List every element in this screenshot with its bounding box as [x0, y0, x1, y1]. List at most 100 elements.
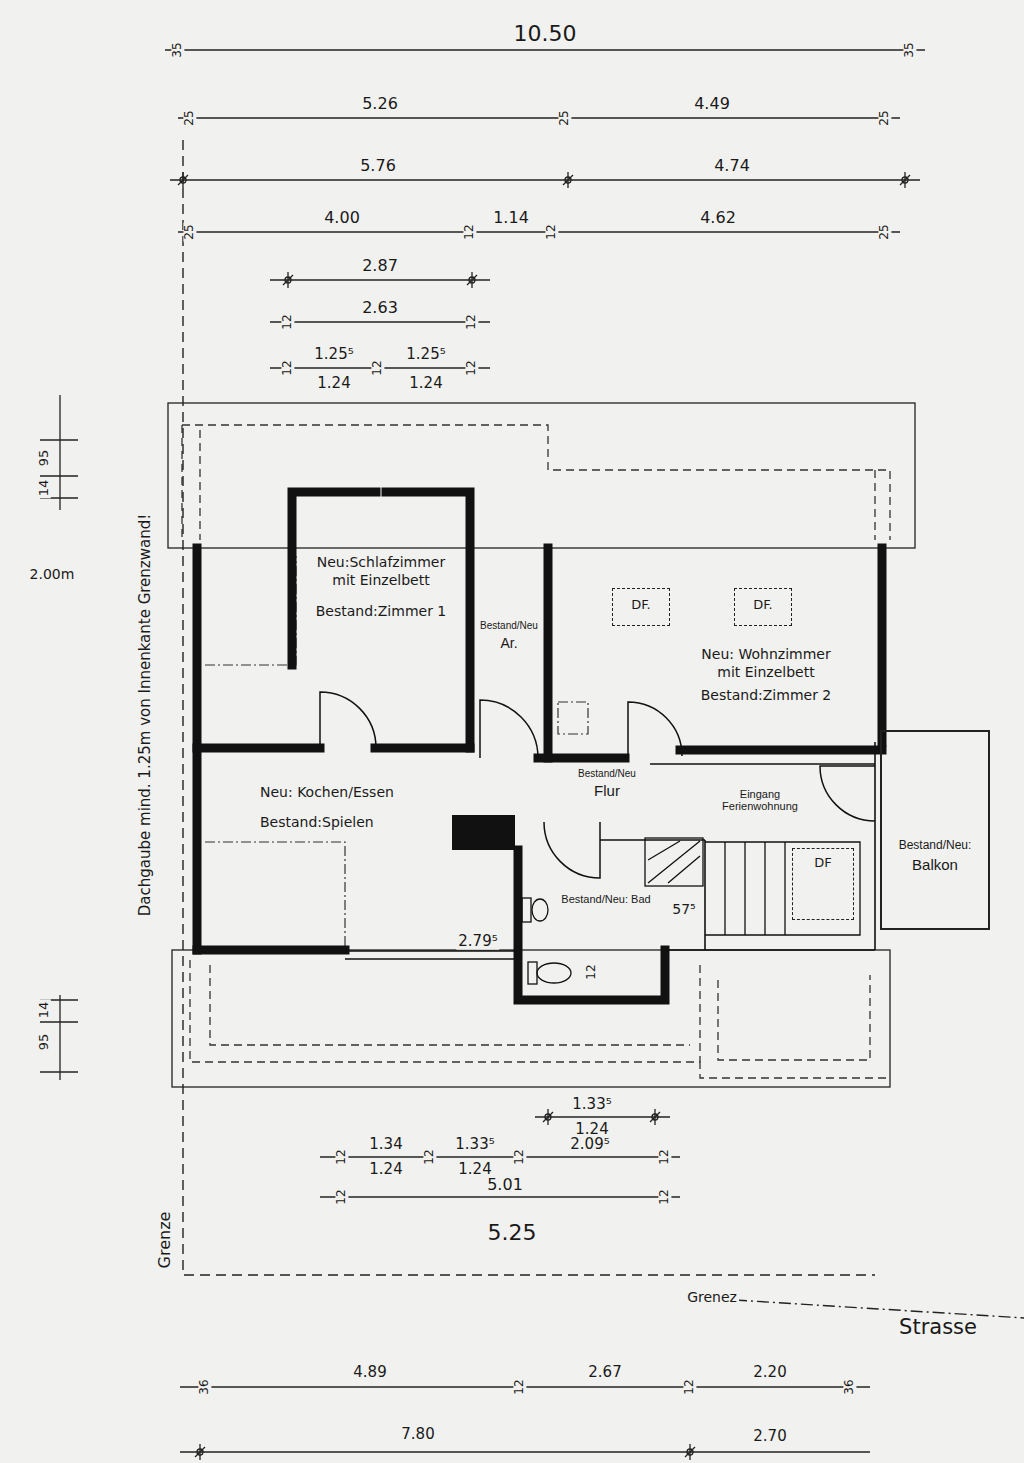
- skylight-box: DF.: [734, 588, 792, 626]
- room-sublabel: Ar.: [476, 635, 542, 653]
- room-text-group: Bestand/Neu: Bad: [552, 893, 660, 907]
- walls: [544, 548, 553, 758]
- dimension-lines: [178, 117, 900, 118]
- dimension-label: 2.63: [360, 299, 400, 317]
- roof-dashed-lines: [182, 425, 890, 1078]
- room: Neu:Schlafzimmer mit EinzelbettBestand:Z…: [298, 552, 464, 657]
- thin-walls: [600, 839, 705, 841]
- dimension-label: 1.24: [456, 1161, 493, 1178]
- sanitary-fixtures: [532, 899, 548, 921]
- room-text-group: Bestand/NeuAr.: [476, 620, 542, 652]
- sanitary-fixtures: [645, 838, 703, 886]
- doors: [544, 822, 600, 878]
- wall-thickness-label: 12: [335, 1187, 348, 1206]
- roof-outline: [172, 950, 890, 1087]
- wall-thickness-label: 12: [371, 358, 384, 377]
- room: Neu: Wohnzimmer mit EinzelbettBestand:Zi…: [556, 556, 874, 740]
- wall-thickness-label: 36: [843, 1377, 856, 1396]
- room-label: Bestand/Neu:: [882, 838, 988, 853]
- walls: [680, 746, 882, 755]
- dimension-label: 5.25: [486, 1221, 539, 1245]
- thin-walls: [704, 840, 706, 950]
- dimension-label: 5.26: [360, 95, 400, 113]
- wall-thickness-label: 12: [658, 1187, 671, 1206]
- dimension-ticks: [173, 42, 915, 1460]
- room-label: Bestand/Neu: [566, 768, 648, 781]
- wall-thickness-label: 25: [183, 108, 196, 127]
- room-sublabel: Flur: [566, 782, 648, 801]
- dimension-lines: [535, 1116, 670, 1117]
- dimension-lines: [320, 1196, 680, 1197]
- property-boundary: [183, 140, 875, 1275]
- wall-thickness-label: 12: [423, 1147, 436, 1166]
- dimension-ticks: [650, 1109, 660, 1125]
- skylight-box: DF.: [612, 588, 670, 626]
- wall-thickness-label: 12: [545, 222, 558, 241]
- dimension-lines: [59, 395, 60, 510]
- slope-lines: [205, 556, 296, 665]
- room: Bestand/Neu: Bad: [552, 893, 660, 913]
- dimension-label: 1.14: [491, 209, 531, 227]
- sanitary-fixtures: [648, 841, 700, 883]
- stairs: [705, 842, 860, 935]
- stairs: [764, 842, 765, 935]
- room-label: Bestand/Neu: Bad: [552, 893, 660, 907]
- dimension-lines: [320, 1156, 680, 1157]
- walls: [197, 946, 345, 955]
- roof-outline: [168, 403, 915, 548]
- wall-thickness-label: 12: [465, 312, 478, 331]
- room-label: DF.: [735, 597, 791, 613]
- walls: [375, 744, 470, 753]
- dimension-label: 2.70: [751, 1428, 788, 1445]
- dimension-label: 4.74: [712, 157, 752, 175]
- dimension-label: 5.76: [358, 157, 398, 175]
- dimension-label: 4.00: [322, 209, 362, 227]
- stairs: [705, 842, 860, 935]
- dimension-label: 2.20: [751, 1364, 788, 1381]
- walls: [518, 850, 665, 1000]
- dimension-label: 5.01: [485, 1176, 525, 1194]
- dimension-ticks: [467, 272, 477, 288]
- room: Neu: Kochen/EssenBestand:Spielen: [210, 784, 448, 904]
- balcony-box: Bestand/Neu: Balkon: [880, 730, 990, 930]
- sanitary-fixtures: [522, 838, 703, 984]
- walls: [197, 492, 882, 1000]
- wall-thickness-label: 14: [37, 478, 51, 499]
- dimension-label: 2.79⁵: [456, 933, 499, 950]
- dimension-label: 57⁵: [670, 902, 697, 917]
- roof-dashed-lines: [718, 975, 870, 1060]
- dimension-lines: [270, 279, 490, 280]
- room: Bestand/NeuFlur: [566, 768, 648, 808]
- note-text: Dachgaube mind. 1.25m von Innenkante Gre…: [137, 512, 154, 918]
- wall-thickness-label: 12: [281, 358, 294, 377]
- roof-dashed-lines: [874, 470, 875, 540]
- skylight-box: DF: [792, 848, 854, 920]
- room-label: Neu: Kochen/Essen: [260, 784, 448, 802]
- room-sublabel: Balkon: [882, 856, 988, 875]
- dimension-label: 10.50: [512, 22, 579, 46]
- dimension-ticks: [543, 1109, 553, 1125]
- thin-walls: [874, 742, 876, 950]
- roof-dashed-lines: [181, 425, 182, 540]
- dimension-lines: [178, 231, 900, 232]
- property-boundary: [183, 140, 1024, 1318]
- room-label: DF.: [613, 597, 669, 613]
- dimension-lines: [170, 179, 920, 180]
- dimension-ticks: [685, 1444, 695, 1460]
- stairs: [784, 842, 785, 935]
- doors: [820, 766, 875, 821]
- room-sublabel: Bestand:Zimmer 2: [691, 687, 841, 705]
- wall-thickness-label: 12: [335, 1147, 348, 1166]
- dimension-label: 1.24: [367, 1161, 404, 1178]
- room-text-group: DF.: [735, 597, 791, 613]
- walls: [197, 744, 320, 753]
- dimension-label: Grenez: [685, 1290, 739, 1305]
- room-text-group: DF: [793, 855, 853, 871]
- sanitary-fixtures: [522, 898, 531, 922]
- room-sublabel: Bestand:Spielen: [260, 814, 448, 832]
- dimension-label: 2.67: [586, 1364, 623, 1381]
- roof-dashed-lines: [210, 965, 690, 1045]
- dimension-label: 2.09⁵: [568, 1136, 611, 1153]
- roof-dashed-lines: [199, 430, 200, 540]
- wall-thickness-label: 14: [37, 1000, 51, 1021]
